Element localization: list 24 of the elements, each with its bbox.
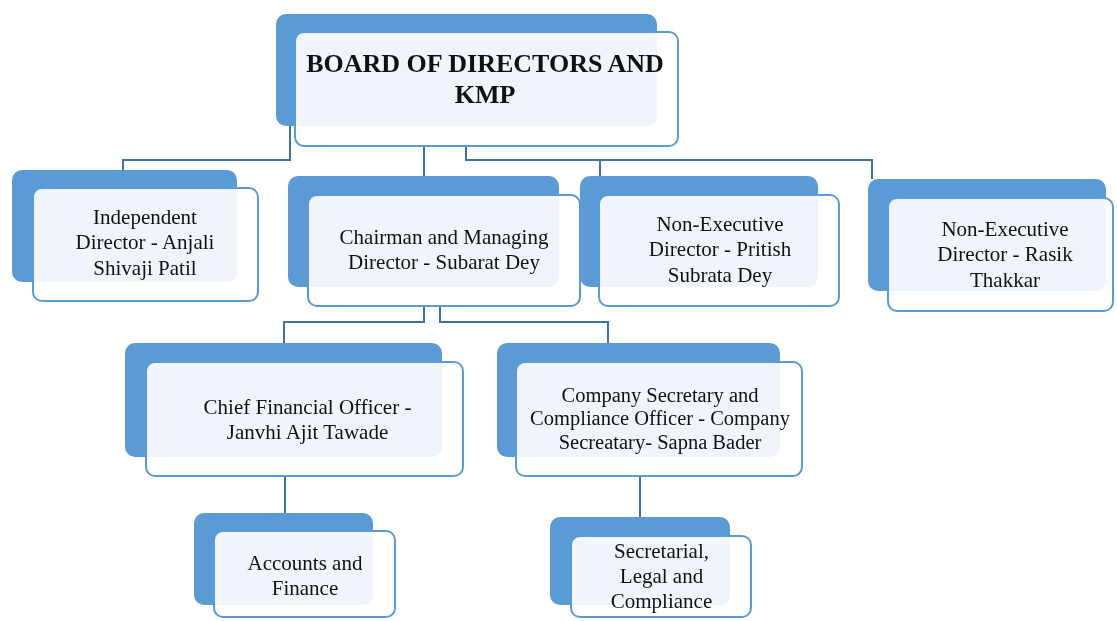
org-chart-box bbox=[276, 14, 679, 147]
org-chart-box bbox=[125, 343, 464, 477]
connector-line bbox=[284, 476, 286, 514]
role-label: Secretarial, Legal and Compliance bbox=[609, 538, 714, 615]
connector-line bbox=[439, 306, 609, 344]
role-label: Chief Financial Officer - Janvhi Ajit Tawade bbox=[202, 394, 413, 446]
role-label: Accounts and Finance bbox=[246, 550, 364, 602]
role-label: Chairman and Managing Director - Subarat Dey bbox=[338, 224, 550, 276]
role-label: Company Secretary and Compliance Officer - Company Secreatary- Sapna Bader bbox=[529, 383, 791, 455]
role-label: Independent Director - Anjali Shivaji Patil bbox=[74, 205, 216, 281]
org-chart-box bbox=[497, 343, 803, 477]
org-chart-box bbox=[194, 513, 396, 618]
org-chart-box bbox=[550, 517, 752, 618]
org-chart-box bbox=[288, 176, 581, 307]
connector-line bbox=[122, 125, 291, 171]
connector-line bbox=[283, 306, 425, 344]
connector-line bbox=[639, 476, 641, 518]
org-chart-box bbox=[580, 176, 840, 307]
org-chart-box bbox=[868, 179, 1114, 312]
org-chart-box bbox=[12, 170, 259, 302]
role-label: Non-Executive Director - Rasik Thakkar bbox=[936, 217, 1074, 293]
role-label: Non-Executive Director - Pritish Subrata Dey bbox=[647, 212, 793, 288]
connector-line bbox=[423, 146, 425, 177]
chart-heading: BOARD OF DIRECTORS AND KMP bbox=[305, 47, 665, 111]
